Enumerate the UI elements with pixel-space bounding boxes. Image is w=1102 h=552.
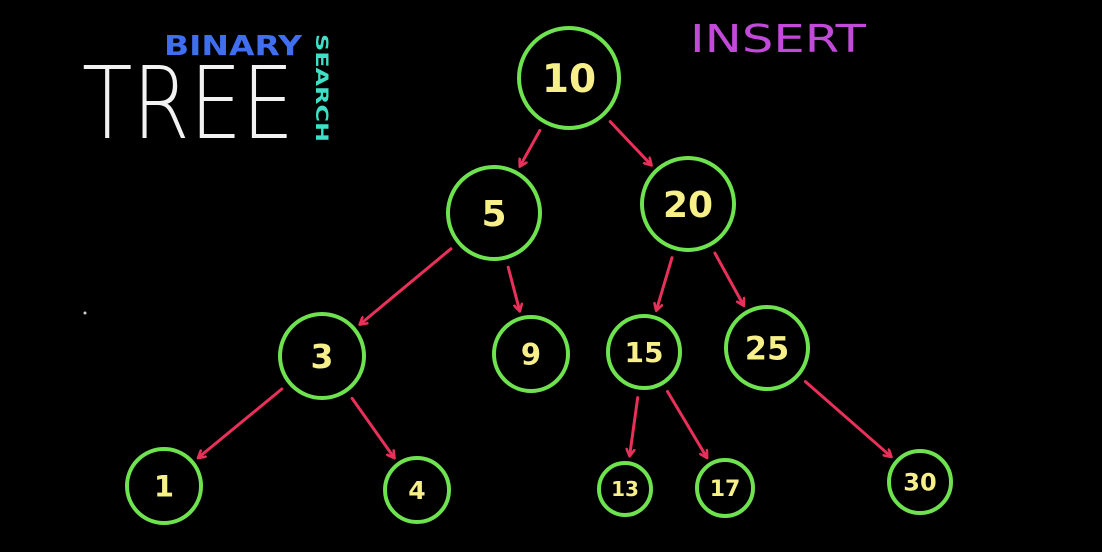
- edge-10-to-5: [520, 128, 542, 165]
- node-circle: [695, 458, 755, 518]
- node-value-label: 30: [903, 469, 936, 497]
- edge-15-to-13: [630, 396, 640, 456]
- node-circle: [606, 314, 682, 390]
- edge-25-to-30: [803, 380, 890, 457]
- node-circle: [887, 449, 953, 515]
- stray-dot: [83, 311, 87, 315]
- title-binary: BINARY: [164, 29, 303, 62]
- node-value-label: 20: [663, 185, 713, 226]
- edge-3-to-4: [350, 396, 394, 457]
- node-value-label: 3: [311, 337, 334, 376]
- edge-5-to-9: [506, 265, 519, 310]
- edge-20-to-15: [657, 256, 674, 310]
- edge-15-to-17: [666, 390, 707, 458]
- node-value-label: 17: [710, 477, 741, 502]
- node-circle: [278, 312, 366, 400]
- tree-node-4: 4: [383, 456, 451, 524]
- node-value-label: 5: [481, 194, 506, 235]
- tree-node-9: 9: [492, 315, 570, 393]
- edges-layer: [199, 120, 891, 458]
- node-value-label: 25: [745, 330, 790, 368]
- tree-node-17: 17: [695, 458, 755, 518]
- node-circle: [517, 26, 621, 130]
- node-value-label: 4: [408, 476, 425, 505]
- node-value-label: 9: [521, 337, 541, 371]
- tree-node-30: 30: [887, 449, 953, 515]
- node-value-label: 1: [154, 469, 174, 503]
- node-circle: [597, 461, 653, 517]
- edge-20-to-25: [713, 251, 744, 305]
- node-circle: [125, 447, 203, 525]
- tree-node-5: 5: [446, 165, 542, 261]
- title-group: TREE BINARY SEARCH: [82, 29, 331, 162]
- tree-node-25: 25: [724, 305, 810, 391]
- node-circle: [446, 165, 542, 261]
- node-value-label: 13: [611, 477, 639, 501]
- tree-node-15: 15: [606, 314, 682, 390]
- node-circle: [383, 456, 451, 524]
- edge-3-to-1: [199, 387, 284, 457]
- edge-5-to-3: [360, 247, 453, 324]
- node-circle: [640, 156, 736, 252]
- node-circle: [492, 315, 570, 393]
- node-value-label: 10: [542, 57, 596, 102]
- nodes-layer: 10 5 20 3 9 15 25 1 4 13 17 30: [125, 26, 953, 525]
- tree-node-10: 10: [517, 26, 621, 130]
- tree-node-3: 3: [278, 312, 366, 400]
- tree-node-20: 20: [640, 156, 736, 252]
- node-circle: [724, 305, 810, 391]
- node-value-label: 15: [625, 336, 664, 369]
- tree-node-13: 13: [597, 461, 653, 517]
- title-tree: TREE: [82, 45, 294, 162]
- insert-label: INSERT: [690, 17, 867, 61]
- title-search: SEARCH: [311, 34, 331, 142]
- edge-10-to-20: [608, 120, 651, 165]
- tree-node-1: 1: [125, 447, 203, 525]
